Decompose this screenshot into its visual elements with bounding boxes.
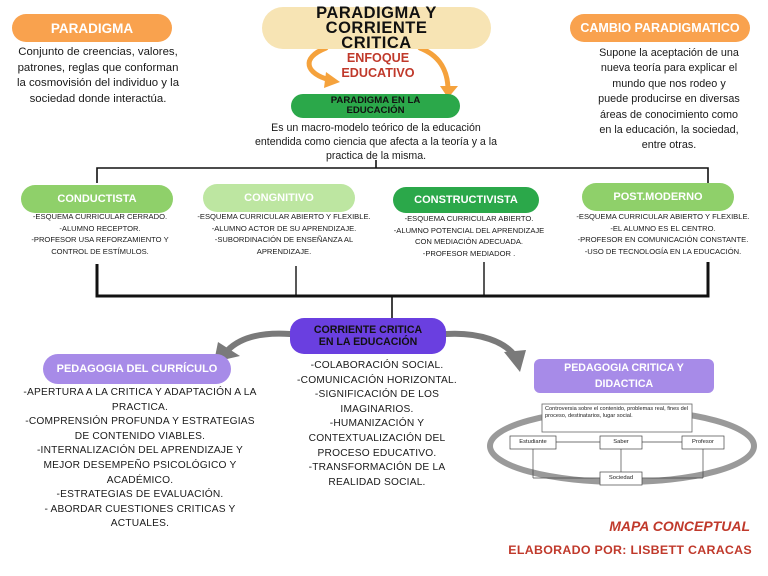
list-item: CONTROL DE ESTÍMULOS. [51, 246, 149, 256]
pedagogia-critica-label: PEDAGOGIA CRITICA Y DIDACTICA [534, 359, 714, 393]
paradigma-educacion-description: Es un macro-modelo teórico de la educaci… [254, 122, 498, 162]
list-item: -TRANSFORMACIÓN DE LA [308, 462, 446, 474]
elaborado-por: ELABORADO POR: LISBETT CARACAS [508, 543, 752, 557]
pedagogia-curriculo-bullets: -APERTURA A LA CRITICA Y ADAPTACIÓN A LA… [12, 386, 268, 532]
list-item: DE CONTENIDO VIABLES. [74, 430, 206, 442]
list-item: CON MEDIACIÓN ADECUADA. [414, 237, 523, 246]
congnitivo-label: CONGNITIVO [203, 184, 355, 212]
corriente-critica-label-text: CORRIENTE CRITICA EN LA EDUCACIÓN [313, 324, 423, 348]
list-item: MEJOR DESEMPEÑO PSICOLÓGICO Y [43, 459, 237, 471]
conductista-label: CONDUCTISTA [21, 185, 173, 213]
list-item: ACTUALES. [110, 518, 170, 530]
constructivista-label: CONSTRUCTIVISTA [393, 187, 539, 213]
paradigma-description: Conjunto de creencias, valores, patrones… [16, 46, 180, 105]
corriente-critica-bullets: -COLABORACIÓN SOCIAL. -COMUNICACIÓN HORI… [292, 359, 462, 490]
list-item: -SIGNIFICACIÓN DE LOS [314, 389, 440, 401]
constructivista-bullets: -ESQUEMA CURRICULAR ABIERTO. -ALUMNO POT… [384, 213, 554, 259]
list-item: -ALUMNO POTENCIAL DEL APRENDIZAJE [393, 225, 545, 235]
title-box: PARADIGMA Y CORRIENTE CRITICA [262, 3, 491, 52]
postmoderno-label: POST.MODERNO [582, 183, 734, 211]
scroll-text: Controversia sobre el contenido, problem… [545, 406, 689, 420]
list-item: -ESQUEMA CURRICULAR ABIERTO Y FLEXIBLE. [197, 212, 371, 221]
pedagogia-critica-label-text: PEDAGOGIA CRITICA Y DIDACTICA [564, 362, 684, 390]
list-item: IMAGINARIOS. [340, 403, 414, 415]
paradigma-educacion-label: PARADIGMA EN LA EDUCACIÓN [291, 94, 460, 118]
profesor-node: Profesor [692, 439, 714, 445]
list-item: -ESQUEMA CURRICULAR ABIERTO Y FLEXIBLE. [576, 212, 750, 221]
list-item: CONTEXTUALIZACIÓN DEL [308, 432, 446, 444]
conductista-bullets: -ESQUEMA CURRICULAR CERRADO. -ALUMNO REC… [16, 211, 184, 257]
list-item: - ABORDAR CUESTIONES CRITICAS Y [44, 503, 236, 515]
enfoque-educativo: ENFOQUE EDUCATIVO [341, 51, 415, 80]
postmoderno-bullets: -ESQUEMA CURRICULAR ABIERTO Y FLEXIBLE. … [572, 211, 754, 257]
list-item: -COMUNICACIÓN HORIZONTAL. [297, 374, 457, 386]
paradigma-educacion-label-text: PARADIGMA EN LA EDUCACIÓN [330, 95, 421, 116]
list-item: -COMPRENSIÓN PROFUNDA Y ESTRATEGIAS [25, 416, 255, 428]
scroll-banner [541, 403, 693, 433]
list-item: -ESQUEMA CURRICULAR ABIERTO. [404, 214, 534, 223]
list-item: -PROFESOR EN COMUNICACIÓN CONSTANTE. [577, 235, 749, 244]
pedagogia-curriculo-label: PEDAGOGIA DEL CURRÍCULO [43, 354, 231, 384]
list-item: -APERTURA A LA CRITICA Y ADAPTACIÓN A LA [23, 387, 257, 398]
list-item: -SUBORDINACIÓN DE ENSEÑANZA AL [214, 235, 354, 244]
list-item: -PROFESOR USA REFORZAMIENTO Y [31, 235, 169, 244]
list-item: APRENDIZAJE. [256, 246, 312, 256]
list-item: -ALUMNO RECEPTOR. [59, 223, 141, 233]
cambio-paradigmatico-label: CAMBIO PARADIGMATICO [570, 14, 750, 42]
list-item: -ESQUEMA CURRICULAR CERRADO. [32, 212, 168, 221]
list-item: -INTERNALIZACIÓN DEL APRENDIZAJE Y [36, 445, 244, 457]
cambio-paradigmatico-description: Supone la aceptación de una nueva teoría… [598, 47, 740, 152]
list-item: -PROFESOR MEDIADOR . [422, 248, 516, 258]
list-item: -USO DE TECNOLOGÍA EN LA EDUCACIÓN. [584, 246, 742, 256]
list-item: -ESTRATEGIAS DE EVALUACIÓN. [56, 489, 224, 501]
list-item: PRACTICA. [111, 401, 169, 413]
sociedad-node: Sociedad [608, 475, 634, 481]
list-item: -COLABORACIÓN SOCIAL. [310, 360, 444, 371]
list-item: -EL ALUMNO ES EL CENTRO. [610, 223, 716, 233]
mapa-conceptual: MAPA CONCEPTUAL [609, 518, 750, 534]
page-title: PARADIGMA Y CORRIENTE CRITICA [316, 3, 437, 52]
congnitivo-bullets: -ESQUEMA CURRICULAR ABIERTO Y FLEXIBLE. … [196, 211, 372, 257]
list-item: REALIDAD SOCIAL. [328, 476, 426, 488]
paradigma-label: PARADIGMA [12, 14, 172, 42]
list-item: PROCESO EDUCATIVO. [317, 447, 437, 459]
list-item: -HUMANIZACIÓN Y [329, 418, 425, 430]
corriente-critica-label: CORRIENTE CRITICA EN LA EDUCACIÓN [290, 318, 446, 354]
pedagogia-critica-diagram [487, 403, 757, 486]
saber-node: Saber [613, 439, 629, 445]
list-item: ACADÉMICO. [106, 474, 174, 486]
estudiante-node: Estudiante [519, 439, 547, 445]
list-item: -ALUMNO ACTOR DE SU APRENDIZAJE. [211, 223, 357, 233]
